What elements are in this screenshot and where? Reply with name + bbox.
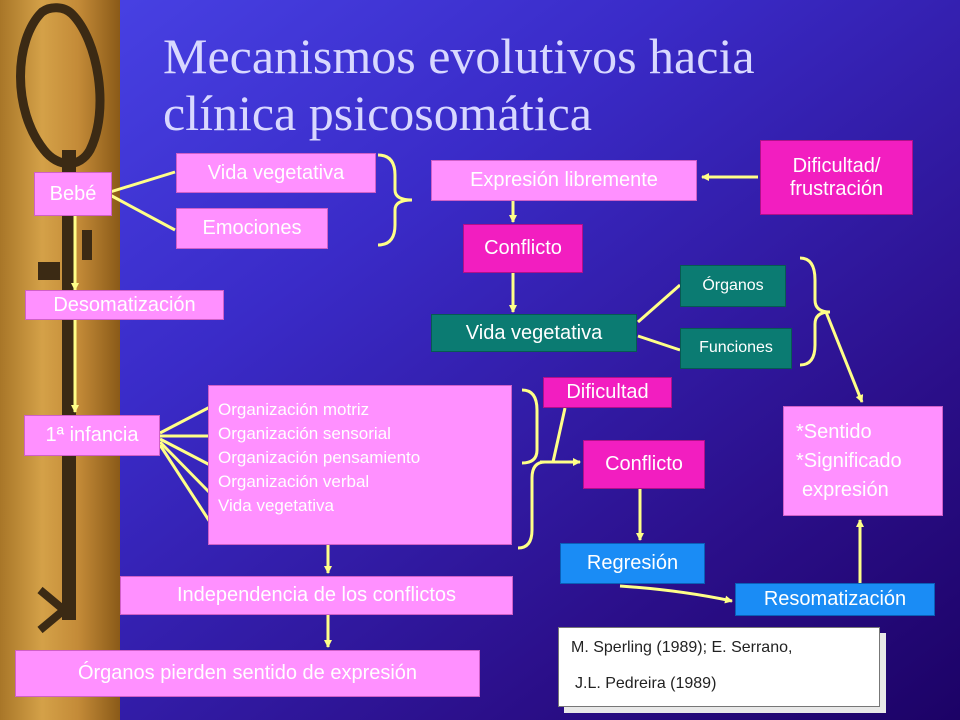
line-regresion-resomatizacion bbox=[619, 584, 733, 604]
sentido-line-3: expresión bbox=[802, 478, 889, 501]
sentido-line-2: *Significado bbox=[796, 449, 902, 472]
organizacion-item: Organización sensorial bbox=[218, 424, 391, 443]
line-dificultad-conflicto bbox=[551, 407, 567, 463]
brace-left-top bbox=[377, 153, 413, 247]
citation-box: M. Sperling (1989); E. Serrano, J.L. Ped… bbox=[558, 627, 880, 707]
node-expresion-libremente: Expresión libremente bbox=[431, 160, 697, 201]
decorative-sidebar bbox=[0, 0, 120, 720]
line-bebe-emociones bbox=[109, 193, 176, 232]
dificultad-frustracion-line-1: Dificultad/ bbox=[792, 154, 881, 177]
node-emociones: Emociones bbox=[176, 208, 328, 249]
dificultad-frustracion-line-2: frustración bbox=[789, 177, 884, 200]
citation-line-1: M. Sperling (1989); E. Serrano, bbox=[571, 639, 793, 656]
title-line-1: Mecanismos evolutivos hacia bbox=[163, 28, 755, 84]
node-primera-infancia: 1ª infancia bbox=[24, 415, 160, 456]
node-vida-vegetativa-bebe: Vida vegetativa bbox=[176, 153, 376, 193]
organizacion-item: Organización pensamiento bbox=[218, 448, 421, 467]
antique-key-icon bbox=[16, 3, 105, 634]
line-brace-sentido bbox=[824, 311, 864, 403]
node-dificultad-frustracion: Dificultad/ frustración bbox=[760, 140, 913, 215]
sentido-line-1: *Sentido bbox=[796, 420, 872, 443]
node-organos-pierden: Órganos pierden sentido de expresión bbox=[15, 650, 480, 697]
brace-right-top bbox=[799, 256, 831, 367]
node-organos: Órganos bbox=[680, 265, 786, 307]
node-organizacion-list: Organización motriz Organización sensori… bbox=[208, 385, 512, 545]
organizacion-item: Vida vegetativa bbox=[218, 496, 334, 515]
node-independencia: Independencia de los conflictos bbox=[120, 576, 513, 615]
line-bebe-vida bbox=[109, 170, 176, 194]
node-resomatizacion: Resomatización bbox=[735, 583, 935, 616]
node-vida-vegetativa-teal: Vida vegetativa bbox=[431, 314, 637, 352]
node-conflicto-middle: Conflicto bbox=[583, 440, 705, 489]
slide-title: Mecanismos evolutivos hacia clínica psic… bbox=[163, 28, 943, 142]
brace-middle-top bbox=[521, 388, 539, 465]
line-vida-organos bbox=[637, 283, 681, 324]
organizacion-item: Organización verbal bbox=[218, 472, 370, 491]
node-regresion: Regresión bbox=[560, 543, 705, 584]
node-dificultad: Dificultad bbox=[543, 377, 672, 408]
line-vida-funciones bbox=[637, 334, 681, 352]
node-sentido-significado: *Sentido *Significado expresión bbox=[783, 406, 943, 516]
node-conflicto-top: Conflicto bbox=[463, 224, 583, 273]
node-desomatizacion: Desomatización bbox=[25, 290, 224, 320]
node-funciones: Funciones bbox=[680, 328, 792, 369]
brace-middle-bottom bbox=[517, 460, 546, 550]
title-line-2: clínica psicosomática bbox=[163, 85, 593, 141]
organizacion-item: Organización motriz bbox=[218, 400, 370, 419]
citation-line-2: J.L. Pedreira (1989) bbox=[575, 675, 717, 692]
node-bebe: Bebé bbox=[34, 172, 112, 216]
